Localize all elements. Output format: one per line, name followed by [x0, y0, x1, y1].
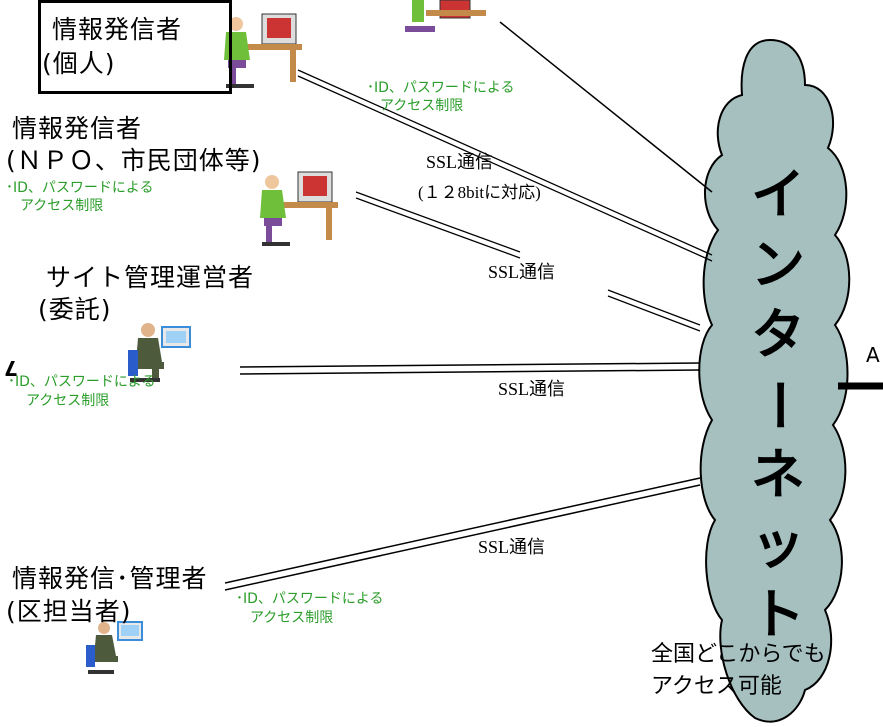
individual-access-note-line2: アクセス制限	[380, 98, 464, 114]
internet-caption-line1: 全国どこからでも	[651, 642, 826, 667]
internet-char-6: ッ	[751, 513, 805, 576]
internet-cloud	[698, 38, 851, 723]
internet-char-3: タ	[751, 303, 805, 366]
internet-char-7: ト	[751, 583, 805, 646]
ssl-label-admin: SSL通信	[498, 379, 566, 399]
pc-user-icon-top	[405, 0, 486, 32]
individual-publisher-title: 情報発信者	[52, 15, 183, 44]
npo-publisher-title: 情報発信者	[12, 114, 143, 143]
ward-access-note-line2: アクセス制限	[250, 610, 334, 626]
line-top	[499, 21, 713, 193]
line-ward-b	[224, 484, 701, 591]
pc-user-icon-admin	[128, 323, 191, 382]
npo-publisher-subtitle: (ＮＰＯ、市民団体等)	[6, 146, 262, 175]
pc-user-icon-npo	[260, 171, 338, 246]
line-admin-a	[239, 362, 701, 368]
pc-user-icon-ward	[86, 621, 143, 674]
line-admin-b	[239, 369, 701, 375]
ssl-label-individual: SSL通信	[426, 152, 494, 172]
ward-manager-title: 情報発信･管理者	[12, 564, 208, 593]
individual-publisher-box	[38, 0, 232, 94]
ssl-bits-note: (１２8bitに対応)	[418, 183, 541, 202]
npo-access-note-line2: アクセス制限	[20, 198, 104, 214]
line-npo-a2	[607, 289, 701, 326]
admin-access-note-line2: アクセス制限	[26, 393, 110, 409]
individual-publisher-subtitle: (個人)	[42, 49, 116, 78]
admin-access-note-line1: ･ID、パスワードによる	[8, 374, 156, 390]
site-admin-subtitle: (委託)	[38, 295, 112, 324]
internet-label: イ ン タ ー ネ ッ ト	[738, 160, 818, 650]
ssl-label-npo: SSL通信	[488, 262, 556, 282]
individual-access-note-line1: ･ID、パスワードによる	[367, 80, 515, 96]
ssl-label-ward: SSL通信	[478, 537, 546, 557]
internet-char-4: ー	[747, 378, 810, 432]
line-individual-b	[297, 75, 713, 262]
internet-char-2: ン	[751, 233, 805, 296]
internet-char-5: ネ	[751, 443, 805, 506]
internet-caption-line2: アクセス可能	[651, 674, 782, 699]
ward-manager-subtitle: (区担当者)	[6, 597, 132, 626]
line-npo-b1	[355, 197, 521, 259]
line-ward-a	[224, 477, 701, 584]
ward-access-note-line1: ･ID、パスワードによる	[236, 591, 384, 607]
right-edge-fragment: A	[866, 343, 880, 367]
line-npo-b2	[607, 295, 701, 332]
pc-user-icon-individual	[224, 13, 302, 88]
internet-char-1: イ	[751, 163, 805, 226]
site-admin-title: サイト管理運営者	[46, 263, 255, 292]
line-individual-a	[297, 69, 713, 256]
line-npo-a1	[355, 191, 521, 253]
npo-access-note-line1: ･ID、パスワードによる	[6, 180, 154, 196]
